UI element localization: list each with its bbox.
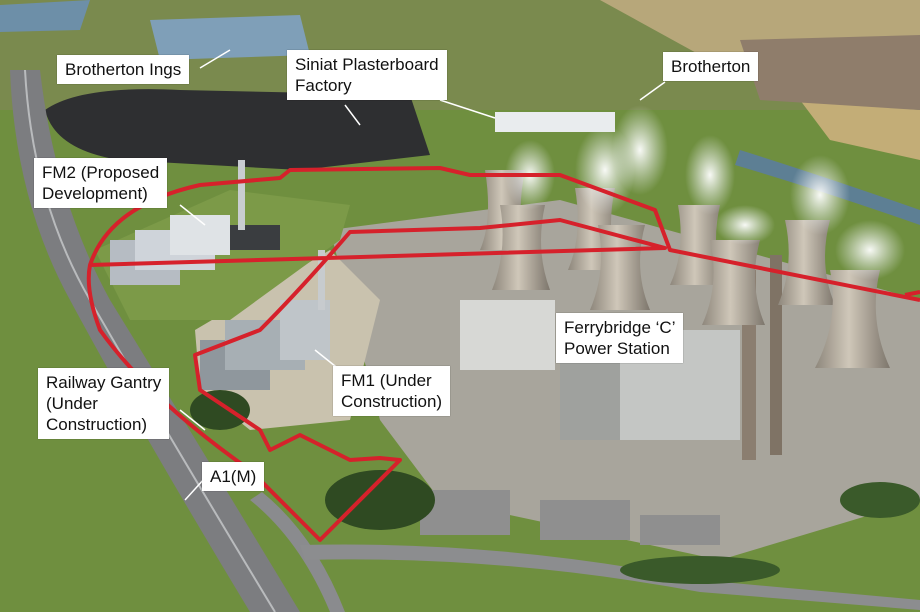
woodland-2 bbox=[190, 390, 250, 430]
cooling-tower-8 bbox=[815, 270, 890, 368]
car-park-3 bbox=[640, 515, 720, 545]
motorway-a1m bbox=[10, 70, 300, 612]
callout-ferrybridge-c-power-station: Ferrybridge ‘C’ Power Station bbox=[556, 313, 684, 363]
steam-plumes bbox=[505, 105, 905, 280]
woodland-4 bbox=[840, 482, 920, 518]
callout-railway-gantry-under-construction: Railway Gantry (Under Construction) bbox=[38, 368, 170, 439]
town-brotherton bbox=[740, 35, 920, 110]
coal-stockyard bbox=[45, 89, 430, 170]
lake-top-left bbox=[0, 0, 90, 32]
fm1-building bbox=[200, 250, 330, 390]
field-right bbox=[800, 100, 920, 160]
callout-siniat-plasterboard-factory: Siniat Plasterboard Factory bbox=[287, 50, 447, 100]
car-park-2 bbox=[540, 500, 630, 540]
callout-a1m: A1(M) bbox=[202, 462, 265, 491]
woodland-1 bbox=[325, 470, 435, 530]
woodland-3 bbox=[620, 556, 780, 584]
siniat-factory-building bbox=[495, 112, 615, 132]
flyover bbox=[250, 492, 345, 612]
callout-fm1-under-construction: FM1 (Under Construction) bbox=[333, 366, 451, 416]
callout-brotherton-ings: Brotherton Ings bbox=[57, 55, 190, 84]
car-park-1 bbox=[420, 490, 510, 535]
cooling-tower-5 bbox=[670, 205, 725, 285]
turbine-hall bbox=[460, 300, 555, 370]
cooling-tower-7 bbox=[778, 220, 835, 305]
callout-brotherton: Brotherton bbox=[663, 52, 759, 81]
lagoons bbox=[150, 15, 310, 60]
chimney-2 bbox=[770, 255, 782, 455]
callout-fm2-proposed-development: FM2 (Proposed Development) bbox=[34, 158, 168, 208]
local-road bbox=[300, 544, 920, 610]
cooling-tower-4 bbox=[590, 225, 650, 310]
